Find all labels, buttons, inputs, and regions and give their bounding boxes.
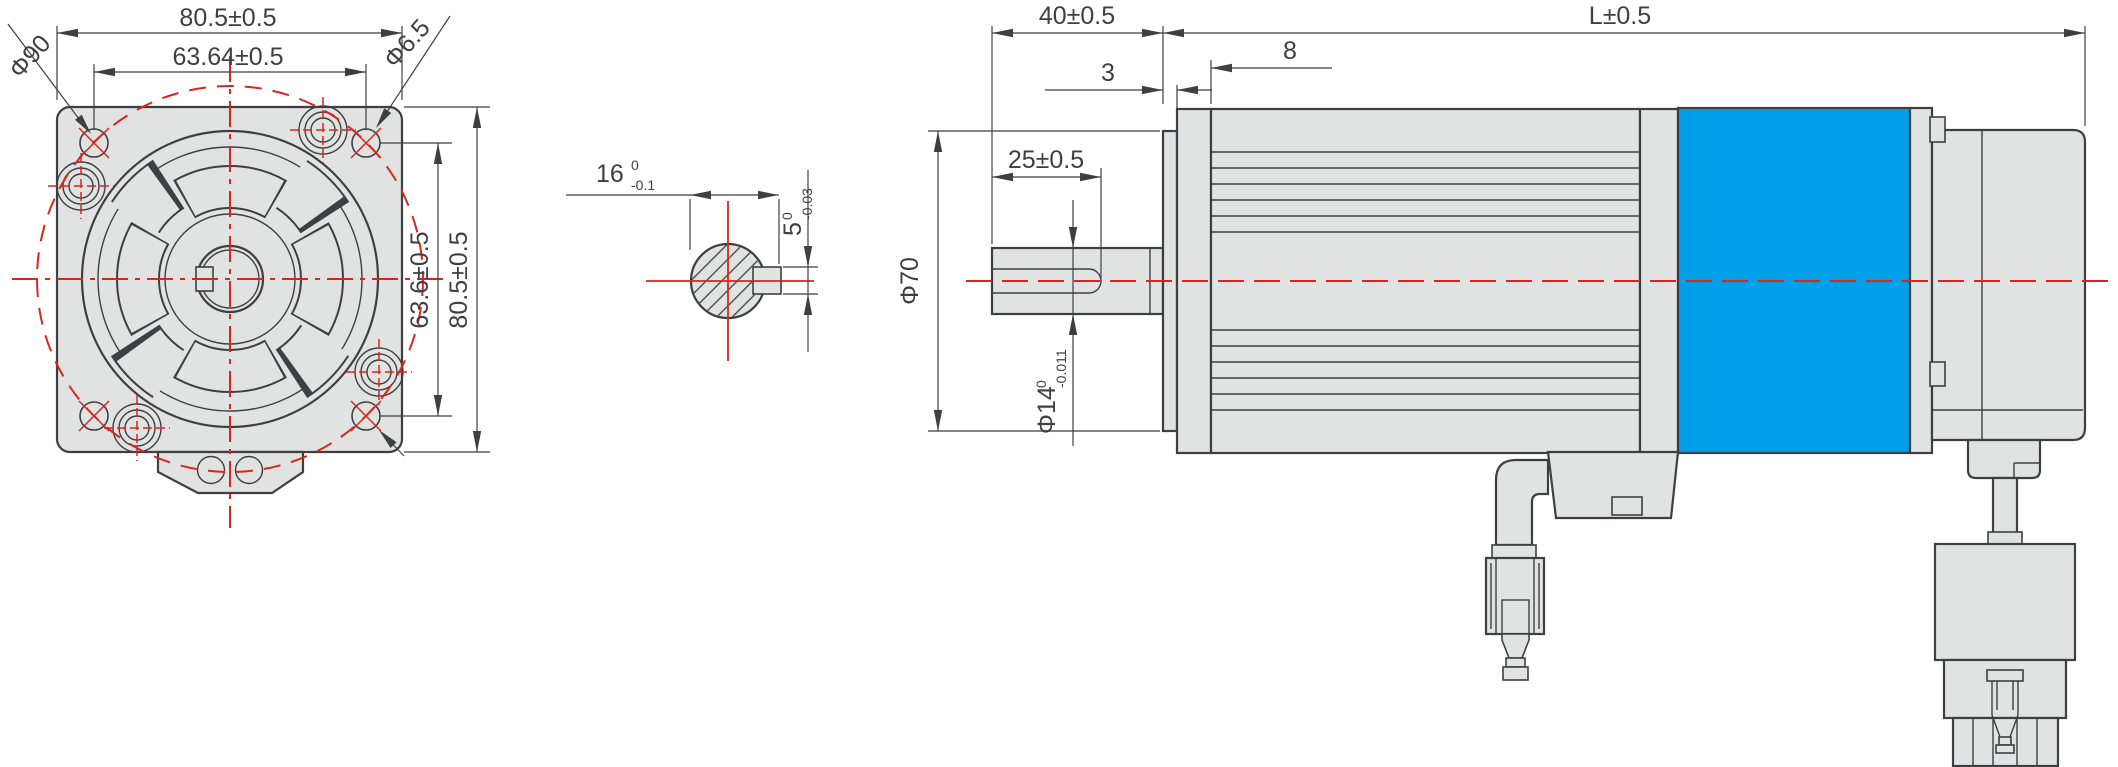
dim-width-inner: 63.64±0.5 [172,43,283,71]
dim-width-outer: 80.5±0.5 [179,4,276,32]
dim-shaft-dia-upper: 0 [1033,380,1049,388]
dim-pilot-len: 3 [1101,59,1115,87]
shaft-section-view: 16 0 -0.1 5 0 -0.03 [566,157,818,361]
gland-stub [1966,438,2042,480]
section-centerlines [646,201,814,361]
side-dimensions: 40±0.5 L±0.5 3 8 25±0.5 Φ70 Φ14 0 -0.011 [896,2,2086,446]
cable-elbow [1494,458,1550,547]
section-dimensions: 16 0 -0.1 5 0 -0.03 [566,157,818,352]
dim-across-flats: 16 [596,160,624,188]
encoder-cable-assembly [1933,438,2077,767]
dim-key-height: 5 [779,222,807,236]
encoder-connector-mid [1942,658,2068,720]
neck-band [1987,531,2023,545]
dim-total-length: L±0.5 [1589,2,1651,30]
gland-notch [2013,462,2040,478]
dim-flange-thk: 8 [1283,37,1297,65]
dim-across-flats-upper: 0 [631,157,639,173]
screw-head [48,153,114,219]
cable-ferrule [1491,544,1537,559]
housing-tab-bottom [1929,361,1946,387]
plug-tip [1502,666,1529,681]
junction-box [1546,450,1680,520]
screw-head [290,97,356,163]
motor-body [1209,107,1642,455]
dim-pilot-dia: Φ70 [896,257,924,305]
dim-shaft-ext: 40±0.5 [1039,2,1115,30]
plug-taper [1501,633,1530,659]
power-cable-assembly [1484,450,1680,681]
cooling-fins [1211,151,1640,411]
side-view: 40±0.5 L±0.5 3 8 25±0.5 Φ70 Φ14 0 -0.011 [896,2,2112,767]
dim-shaft-dia: Φ14 [1033,386,1061,434]
dim-height-inner: 63.6±0.5 [406,231,434,328]
dim-key-height-upper: 0 [779,212,795,220]
junction-box-port [1611,496,1643,516]
power-connector-housing [1484,556,1546,636]
rear-housing [1930,128,2087,442]
pin-dividers [1972,718,2038,766]
plug-tip-band [1505,657,1526,668]
front-dimensions: 80.5±0.5 63.64±0.5 80.5±0.5 63.6±0.5 Φ90… [4,4,490,457]
dim-height-outer: 80.5±0.5 [445,231,473,328]
dim-key-height-lower: -0.03 [799,188,815,220]
cable-neck [1991,476,2019,542]
connector-latch [1986,669,2024,754]
encoder-connector-body [1933,542,2077,662]
label-bolt-circle: Φ90 [4,30,57,84]
connector-rails [1490,558,1540,634]
dim-key-len: 25±0.5 [1008,146,1084,174]
screw-head [346,339,412,405]
front-view: 80.5±0.5 63.64±0.5 80.5±0.5 63.6±0.5 Φ90… [4,4,490,528]
bolt-circle [36,85,424,473]
rear-housing-lines [1932,130,2083,440]
assembly-screws [48,97,412,461]
screw-head [104,395,170,461]
dim-shaft-dia-lower: -0.011 [1053,349,1069,388]
label-hole-dia: Φ6.5 [378,14,435,73]
dim-across-flats-lower: -0.1 [631,177,655,193]
shaft-keyway-slot [992,268,1102,294]
housing-tab-top [1929,116,1946,143]
